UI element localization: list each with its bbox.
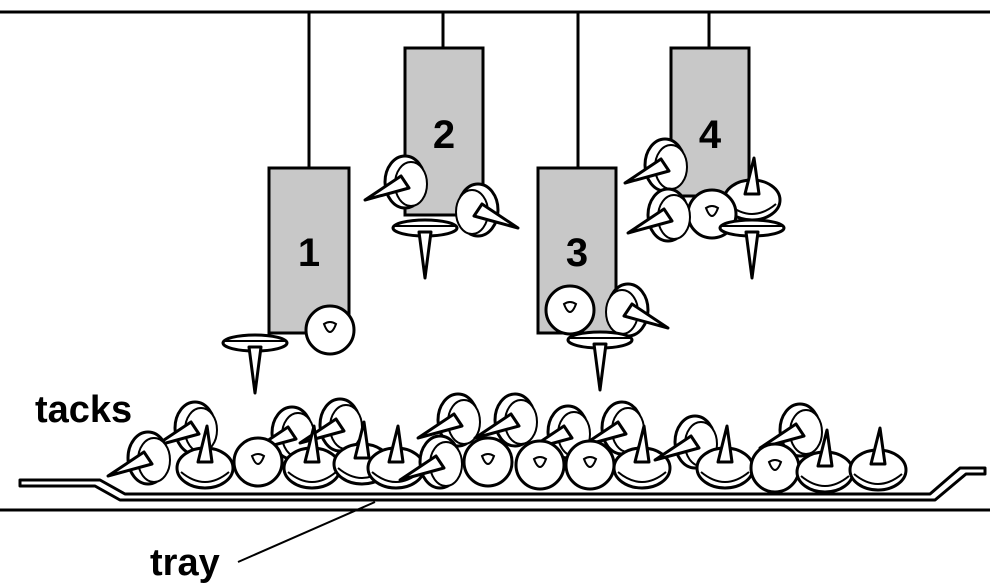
thumbtack-icon [564,439,616,491]
thumbtack-icon [718,218,786,280]
tack-pile [106,392,908,494]
magnet-3-number: 3 [566,231,588,275]
thumbtack-icon [363,154,429,210]
tray-label: tray [150,542,220,584]
tacks-label: tacks [35,389,132,431]
thumbtack-icon [604,282,670,338]
magnet-4: 4 [669,46,751,198]
thumbtack-icon [544,284,596,336]
magnet-2-number: 2 [433,113,455,157]
thumbtack-icon [304,304,356,356]
thumbtack-icon [391,218,459,280]
thumbtack-icon [106,430,172,486]
thumbtack-icon [221,333,289,395]
tray-leader-line [237,501,376,563]
thumbtack-icon [462,436,514,488]
thumbtack-icon [848,426,908,492]
thumbtack-icon [749,442,801,494]
thumbtack-icon [566,330,634,392]
thumbtack-icon [623,137,689,193]
tray [0,466,990,512]
thumbtack-icon [232,436,284,488]
magnet-4-number: 4 [699,113,722,157]
thumbtack-icon [514,439,566,491]
magnet-1-number: 1 [298,231,320,275]
thumbtack-icon [366,424,426,490]
thumbtack-icon [454,182,520,238]
thumbtack-icon [626,187,692,243]
